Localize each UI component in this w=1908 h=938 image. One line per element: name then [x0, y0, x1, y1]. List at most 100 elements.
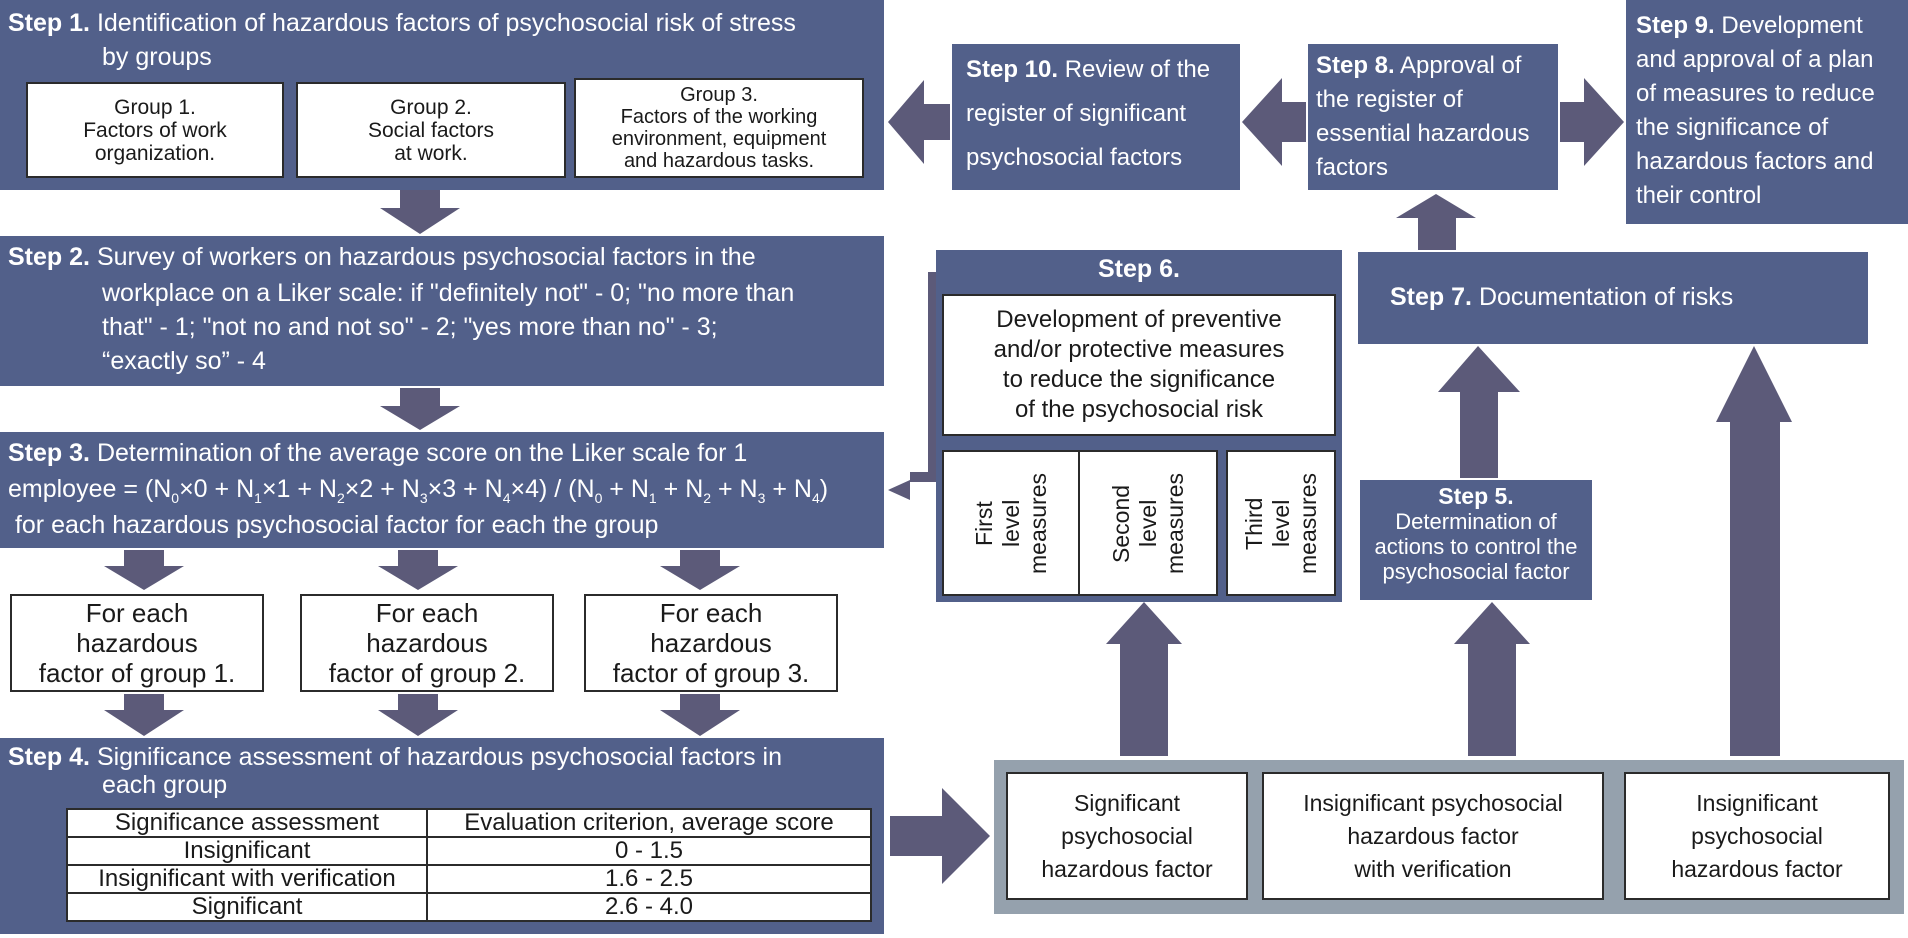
step7-box: Step 7. Documentation of risks: [1358, 252, 1868, 344]
step9-label: Step 9.: [1636, 12, 1715, 39]
arrow-step2-to-step3: [380, 388, 460, 430]
first-level-line2: level: [997, 499, 1024, 547]
step5-line2: actions to control the: [1374, 534, 1578, 559]
step2-line3: that" - 1; "not no and not so" - 2; "yes…: [102, 313, 718, 341]
group1-box: Group 1. Factors of work organization.: [26, 82, 284, 178]
step9-line5: hazardous factors and: [1636, 148, 1874, 175]
step10-line2: register of significant: [966, 100, 1187, 127]
step2-label: Step 2.: [8, 243, 90, 271]
arrow-group2-to-step4: [378, 694, 458, 736]
table-header: Significance assessment: [66, 808, 428, 838]
step6-line4: of the psychosocial risk: [1014, 396, 1264, 423]
second-level-line3: measures: [1161, 472, 1188, 574]
step4-line2: each group: [102, 771, 228, 799]
arrow-step5-to-step7: [1438, 346, 1520, 478]
for-each-group1-line2: hazardous: [76, 628, 198, 658]
table-cell: Significant: [66, 892, 428, 922]
table-cell: 2.6 - 4.0: [426, 892, 872, 922]
arrow-step8-to-step10: [1242, 78, 1306, 166]
outcome-insignificant-line2: psychosocial: [1691, 822, 1823, 849]
step8-line1: Approval of: [1400, 52, 1522, 79]
step9-line3: of measures to reduce: [1636, 80, 1875, 107]
step8-label: Step 8.: [1316, 52, 1395, 79]
step4-box: Step 4. Significance assessment of hazar…: [0, 738, 884, 934]
step8-line3: essential hazardous: [1316, 120, 1530, 147]
third-level-line3: measures: [1294, 472, 1321, 574]
step9-line6: their control: [1636, 182, 1762, 209]
step7-text: Documentation of risks: [1478, 283, 1734, 311]
second-level-measures: Second level measures: [1078, 450, 1218, 596]
group2-box: Group 2. Social factors at work.: [296, 82, 566, 178]
step7-label: Step 7.: [1390, 283, 1472, 311]
for-each-group2-line3: factor of group 2.: [328, 658, 526, 688]
group2-line1: Social factors: [367, 118, 495, 142]
second-level-line2: level: [1134, 499, 1161, 547]
step1-text-line1: Identification of hazardous factors of p…: [96, 9, 796, 37]
step5-box: Step 5. Determination of actions to cont…: [1360, 480, 1592, 600]
first-level-line1: First: [970, 500, 997, 546]
step2-line1: Survey of workers on hazardous psychosoc…: [96, 243, 756, 271]
step6-box: Step 6. Development of preventive and/or…: [936, 250, 1342, 602]
step1-label: Step 1.: [8, 9, 90, 37]
step6-description: Development of preventive and/or protect…: [942, 294, 1336, 436]
first-level-line3: measures: [1024, 472, 1051, 574]
step10-box: Step 10. Review of the register of signi…: [952, 44, 1240, 190]
for-each-group3-line2: hazardous: [650, 628, 772, 658]
step3-line1: Determination of the average score on th…: [96, 439, 748, 467]
arrow-step7-to-step8: [1396, 194, 1476, 250]
step9-box: Step 9. Development and approval of a pl…: [1626, 0, 1908, 224]
step5-line3: psychosocial factor: [1382, 559, 1570, 584]
for-each-group2-line2: hazardous: [366, 628, 488, 658]
outcome-verification-line2: hazardous factor: [1347, 822, 1519, 849]
step6-line2: and/or protective measures: [993, 336, 1285, 363]
significance-table: Significance assessment Evaluation crite…: [66, 808, 872, 922]
step5-line1: Determination of: [1395, 509, 1557, 534]
outcome-significant-line2: psychosocial: [1061, 822, 1193, 849]
table-header: Evaluation criterion, average score: [426, 808, 872, 838]
step4-line1: Significance assessment of hazardous psy…: [96, 743, 783, 771]
step1-box: Step 1. Identification of hazardous fact…: [0, 0, 884, 190]
third-level-line1: Third: [1240, 496, 1267, 550]
arrow-insignificant-to-step7: [1716, 346, 1792, 756]
step3-label: Step 3.: [8, 439, 90, 467]
group2-title: Group 2.: [390, 95, 472, 119]
outcomes-frame: Significant psychosocial hazardous facto…: [994, 760, 1904, 914]
table-row: Insignificant 0 - 1.5: [66, 836, 872, 866]
step10-line3: psychosocial factors: [966, 144, 1183, 171]
second-level-line1: Second: [1107, 483, 1134, 562]
outcome-verification-line3: with verification: [1354, 855, 1512, 882]
step9-line4: the significance of: [1636, 114, 1829, 141]
outcome-insignificant-line1: Insignificant: [1696, 789, 1818, 816]
arrow-step3-to-group2: [378, 550, 458, 590]
for-each-group3-line1: For each: [659, 598, 763, 628]
outcome-significant: Significant psychosocial hazardous facto…: [1006, 772, 1248, 900]
group1-line2: organization.: [94, 141, 216, 165]
group1-line1: Factors of work: [83, 118, 227, 142]
arrow-group1-to-step4: [104, 694, 184, 736]
step9-line1: Development: [1721, 12, 1863, 39]
step8-box: Step 8. Approval of the register of esse…: [1308, 44, 1558, 190]
arrow-step4-to-outcomes: [890, 788, 990, 884]
group3-line3: and hazardous tasks.: [623, 150, 815, 172]
outcome-insignificant-line3: hazardous factor: [1671, 855, 1843, 882]
step2-line4: “exactly so” - 4: [102, 347, 266, 375]
step3-box: Step 3. Determination of the average sco…: [0, 432, 884, 548]
step8-line2: the register of: [1316, 86, 1463, 113]
arrow-verification-to-step5: [1454, 602, 1530, 756]
table-header-row: Significance assessment Evaluation crite…: [66, 808, 872, 838]
group2-line2: at work.: [394, 141, 468, 165]
step3-formula: employee = (N0×0 + N1×1 + N2×2 + N3×3 + …: [8, 475, 829, 506]
third-level-line2: level: [1267, 499, 1294, 547]
group3-title: Group 3.: [680, 84, 758, 106]
arrow-step8-to-step9: [1560, 78, 1624, 166]
for-each-group2-line1: For each: [375, 598, 479, 628]
step6-line3: to reduce the significance: [1002, 366, 1276, 393]
outcome-verification: Insignificant psychosocial hazardous fac…: [1262, 772, 1604, 900]
first-level-measures: First level measures: [942, 450, 1080, 596]
step1-text-line2: by groups: [102, 43, 212, 71]
step2-box: Step 2. Survey of workers on hazardous p…: [0, 236, 884, 386]
step6-line1: Development of preventive: [996, 306, 1282, 333]
table-cell: 1.6 - 2.5: [426, 864, 872, 894]
step2-line2: workplace on a Liker scale: if "definite…: [102, 279, 795, 307]
group3-box: Group 3. Factors of the working environm…: [574, 78, 864, 178]
